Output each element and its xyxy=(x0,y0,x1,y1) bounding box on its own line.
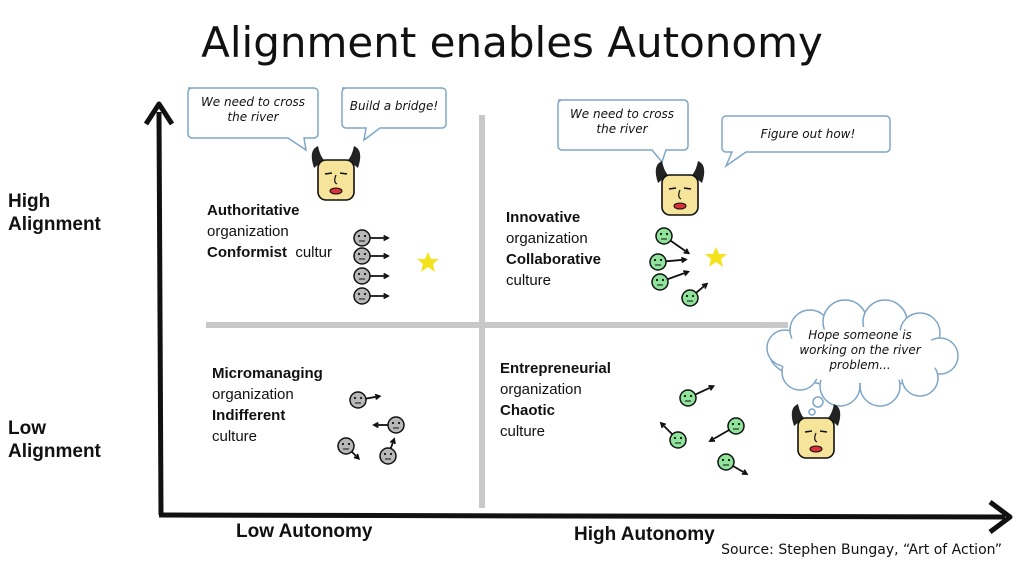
person-1 xyxy=(353,247,390,265)
bubble-tl-1-text: We need to cross the river xyxy=(200,95,306,124)
br-culture-text: culture xyxy=(500,423,546,440)
person-15 xyxy=(717,453,749,475)
bl-culture-text: culture xyxy=(212,428,258,445)
y-axis-low-label: Low Alignment xyxy=(8,418,101,462)
slide-title: Alignment enables Autonomy xyxy=(201,18,823,67)
quadrant-top-left: Authoritative organization Conformist cu… xyxy=(207,200,332,263)
bl-org-text: organization xyxy=(212,386,294,403)
person-14 xyxy=(659,421,687,449)
tl-org-text: organization xyxy=(207,223,289,240)
bubble-tr-2-text: Figure out how! xyxy=(760,127,856,141)
person-7 xyxy=(681,282,709,307)
tr-org-name: Innovative xyxy=(506,209,581,226)
speech-bubble-tr-2 xyxy=(721,115,891,169)
person-5 xyxy=(649,253,688,271)
tr-culture-text: culture xyxy=(506,272,552,289)
person-4 xyxy=(655,227,691,255)
tl-org-name: Authoritative xyxy=(207,202,300,219)
person-9 xyxy=(372,416,405,434)
people-markers xyxy=(337,227,749,475)
y-axis xyxy=(156,111,164,516)
x-axis-high-label: High Autonomy xyxy=(574,524,715,545)
y-axis-arrowhead xyxy=(143,101,175,126)
speech-bubble-tl-1 xyxy=(187,87,319,152)
bl-culture-name: Indifferent xyxy=(212,407,286,424)
person-10 xyxy=(337,437,361,461)
x-axis xyxy=(158,512,1006,520)
person-6 xyxy=(651,270,690,291)
person-8 xyxy=(349,391,382,409)
br-org-name: Entrepreneurial xyxy=(500,360,611,377)
source-citation: Source: Stephen Bungay, “Art of Action” xyxy=(721,542,1002,558)
person-12 xyxy=(679,384,716,407)
tr-culture-name: Collaborative xyxy=(506,251,602,268)
person-13 xyxy=(708,417,745,442)
quadrant-bottom-right: Entrepreneurial organization Chaotic cul… xyxy=(500,358,611,442)
boss-face-br xyxy=(791,404,841,459)
boss-face-tr xyxy=(655,161,705,216)
br-culture-name: Chaotic xyxy=(500,402,556,419)
person-0 xyxy=(353,229,390,247)
thought-cloud-text: Hope someone is working on the river pro… xyxy=(799,328,921,372)
quadrant-bottom-left: Micromanaging organization Indifferent c… xyxy=(212,363,323,447)
quadrant-top-right: Innovative organization Collaborative cu… xyxy=(506,207,601,291)
person-2 xyxy=(353,267,390,285)
person-11 xyxy=(379,437,397,465)
x-axis-arrowhead xyxy=(988,500,1013,534)
thought-cloud xyxy=(766,299,959,416)
bubble-tl-2-text: Build a bridge! xyxy=(349,99,439,113)
tr-org-text: organization xyxy=(506,230,588,247)
br-org-text: organization xyxy=(500,381,582,398)
star-tl xyxy=(417,252,439,272)
bl-org-name: Micromanaging xyxy=(212,365,323,382)
star-tr xyxy=(705,247,727,267)
tl-culture-name: Conformist xyxy=(207,244,287,261)
tl-culture-text: cultur xyxy=(295,244,333,261)
x-axis-low-label: Low Autonomy xyxy=(236,521,373,542)
y-axis-high-label: High Alignment xyxy=(8,191,101,235)
person-3 xyxy=(353,287,390,305)
bubble-tr-1-text: We need to cross the river xyxy=(569,107,675,136)
speech-bubble-tl-2 xyxy=(341,87,447,142)
boss-face-tl xyxy=(311,146,361,201)
